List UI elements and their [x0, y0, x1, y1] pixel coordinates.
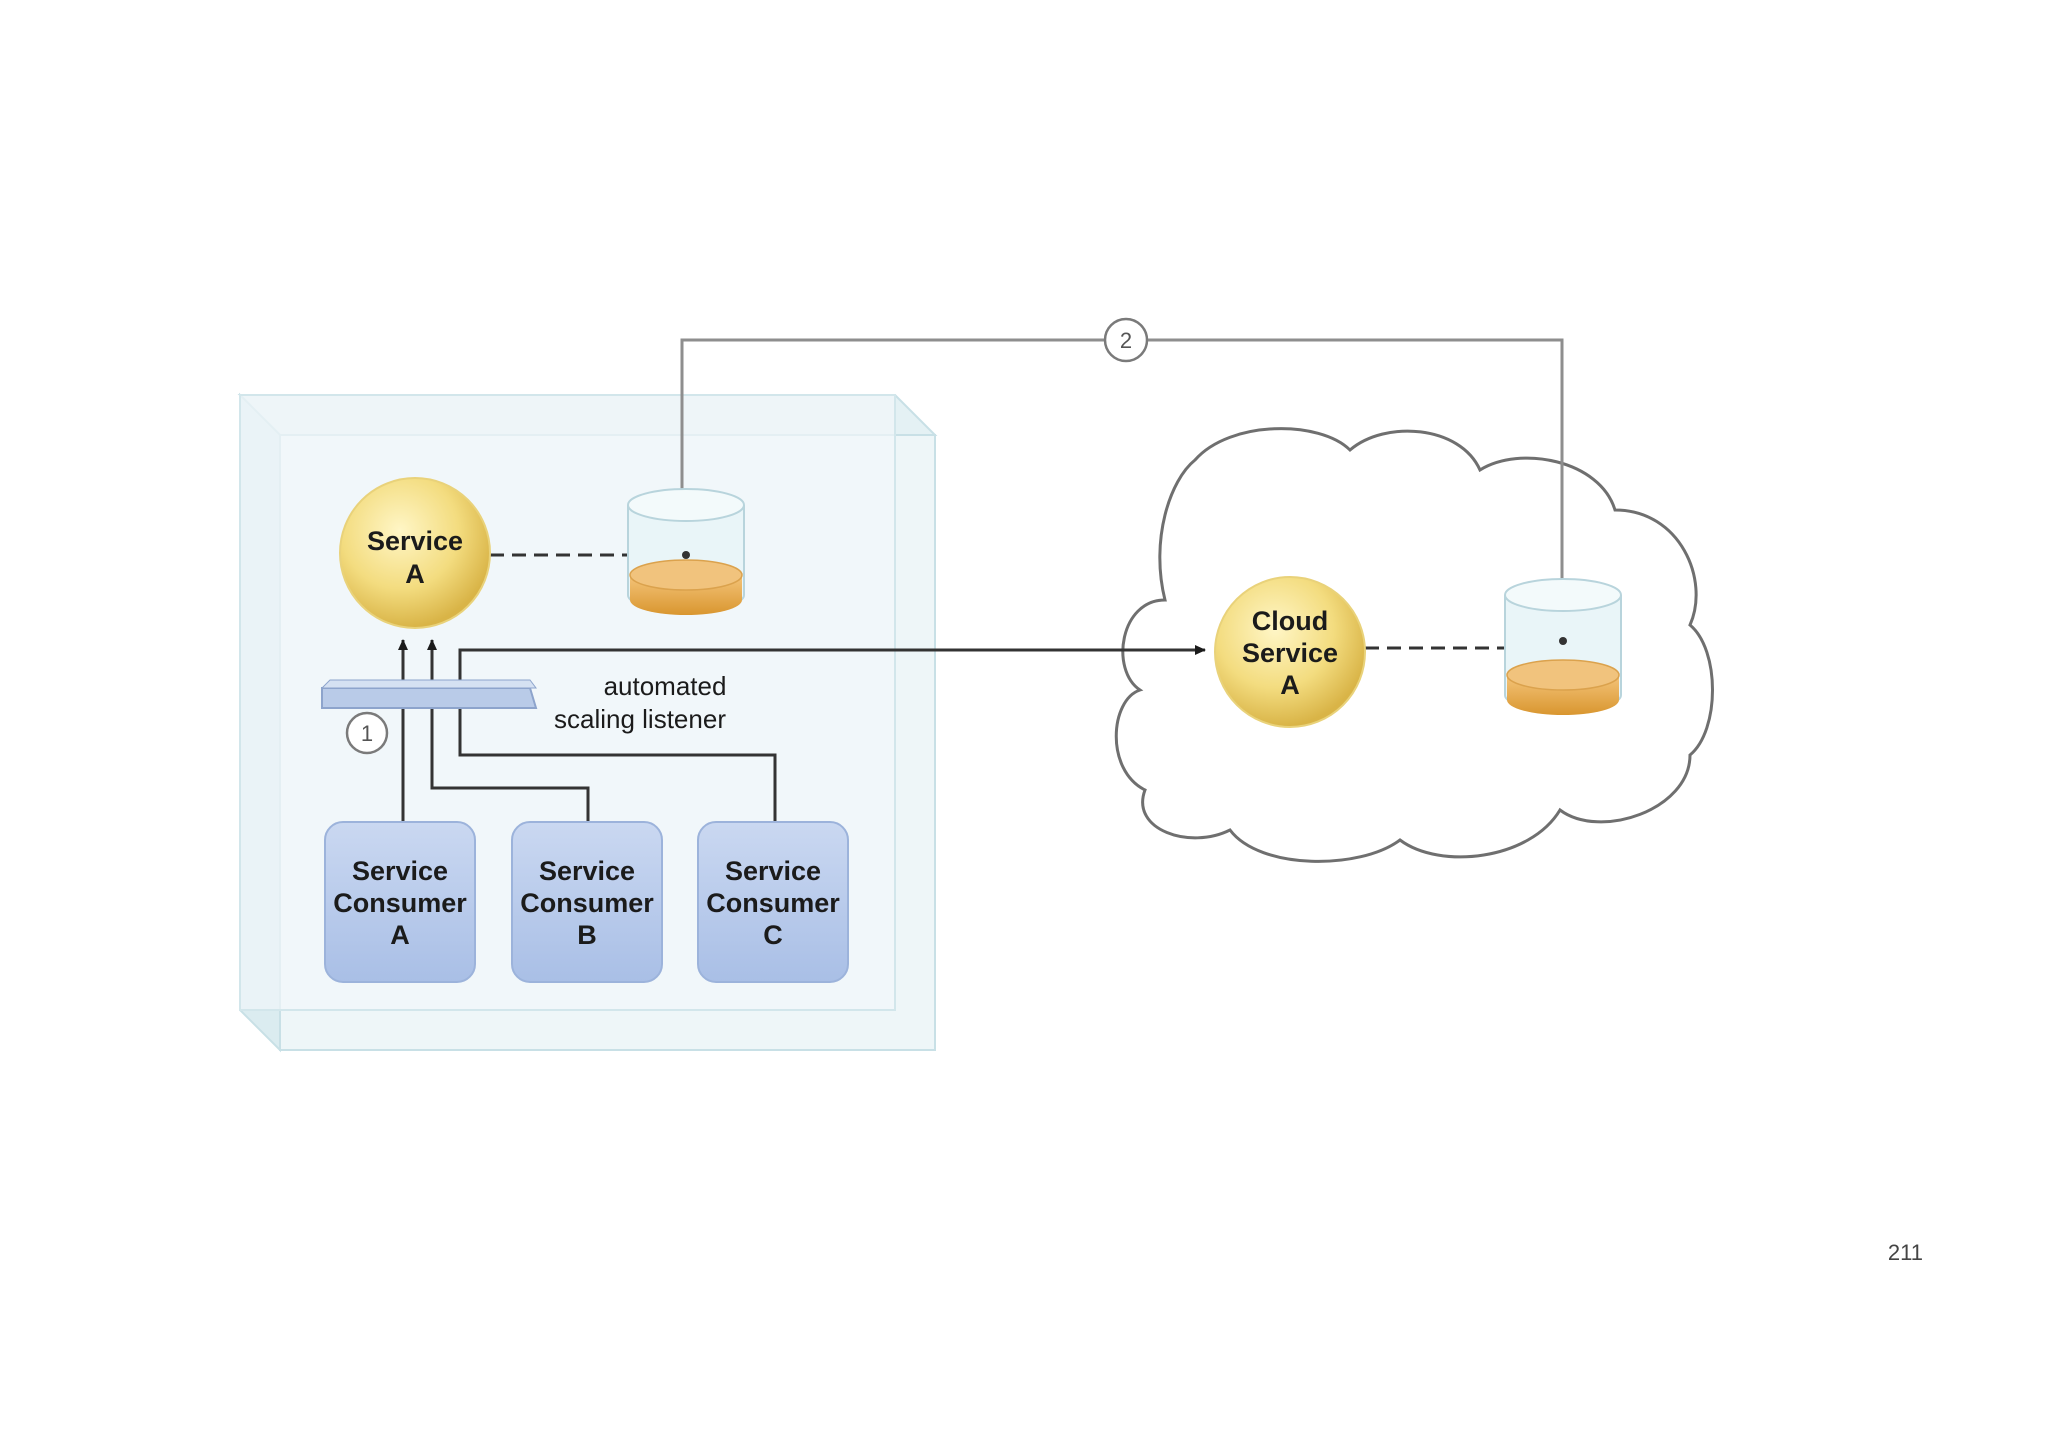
service-consumer-c: Service Consumer C — [697, 821, 849, 983]
step-1-number: 1 — [361, 721, 373, 746]
step-2-marker: 2 — [1103, 317, 1149, 363]
consumer-c-label-line2: Consumer — [706, 888, 840, 918]
consumer-b-label-line2: Consumer — [520, 888, 654, 918]
cloud-shape — [1114, 427, 1714, 863]
service-a: Service A — [339, 477, 491, 629]
cloud-service-a-label-line3: A — [1280, 670, 1300, 700]
consumer-b-label-line1: Service — [539, 856, 635, 886]
consumer-a-label-line1: Service — [352, 856, 448, 886]
cloud-service-a: Cloud Service A — [1214, 576, 1366, 728]
page-number: 211 — [1887, 1240, 1923, 1265]
consumer-c-label-line3: C — [763, 920, 783, 950]
automated-scaling-listener — [320, 679, 538, 709]
service-consumer-b: Service Consumer B — [511, 821, 663, 983]
listener-label-line2: scaling listener — [554, 704, 726, 734]
step-2-number: 2 — [1120, 328, 1132, 353]
consumer-c-label-line1: Service — [725, 856, 821, 886]
cloud-service-a-label-line1: Cloud — [1252, 606, 1328, 636]
service-consumer-a: Service Consumer A — [324, 821, 476, 983]
database-icon — [1504, 578, 1622, 715]
consumer-a-label-line2: Consumer — [333, 888, 467, 918]
consumer-connectors — [398, 639, 1206, 822]
service-a-label-line1: Service — [367, 526, 463, 556]
consumer-b-label-line3: B — [577, 920, 597, 950]
service-a-label-line2: A — [405, 559, 425, 589]
cloud-service-a-label-line2: Service — [1242, 638, 1338, 668]
consumer-a-label-line3: A — [390, 920, 410, 950]
step-1-marker: 1 — [345, 711, 389, 755]
database-icon — [627, 488, 745, 615]
listener-label-line1: automated — [604, 671, 727, 701]
